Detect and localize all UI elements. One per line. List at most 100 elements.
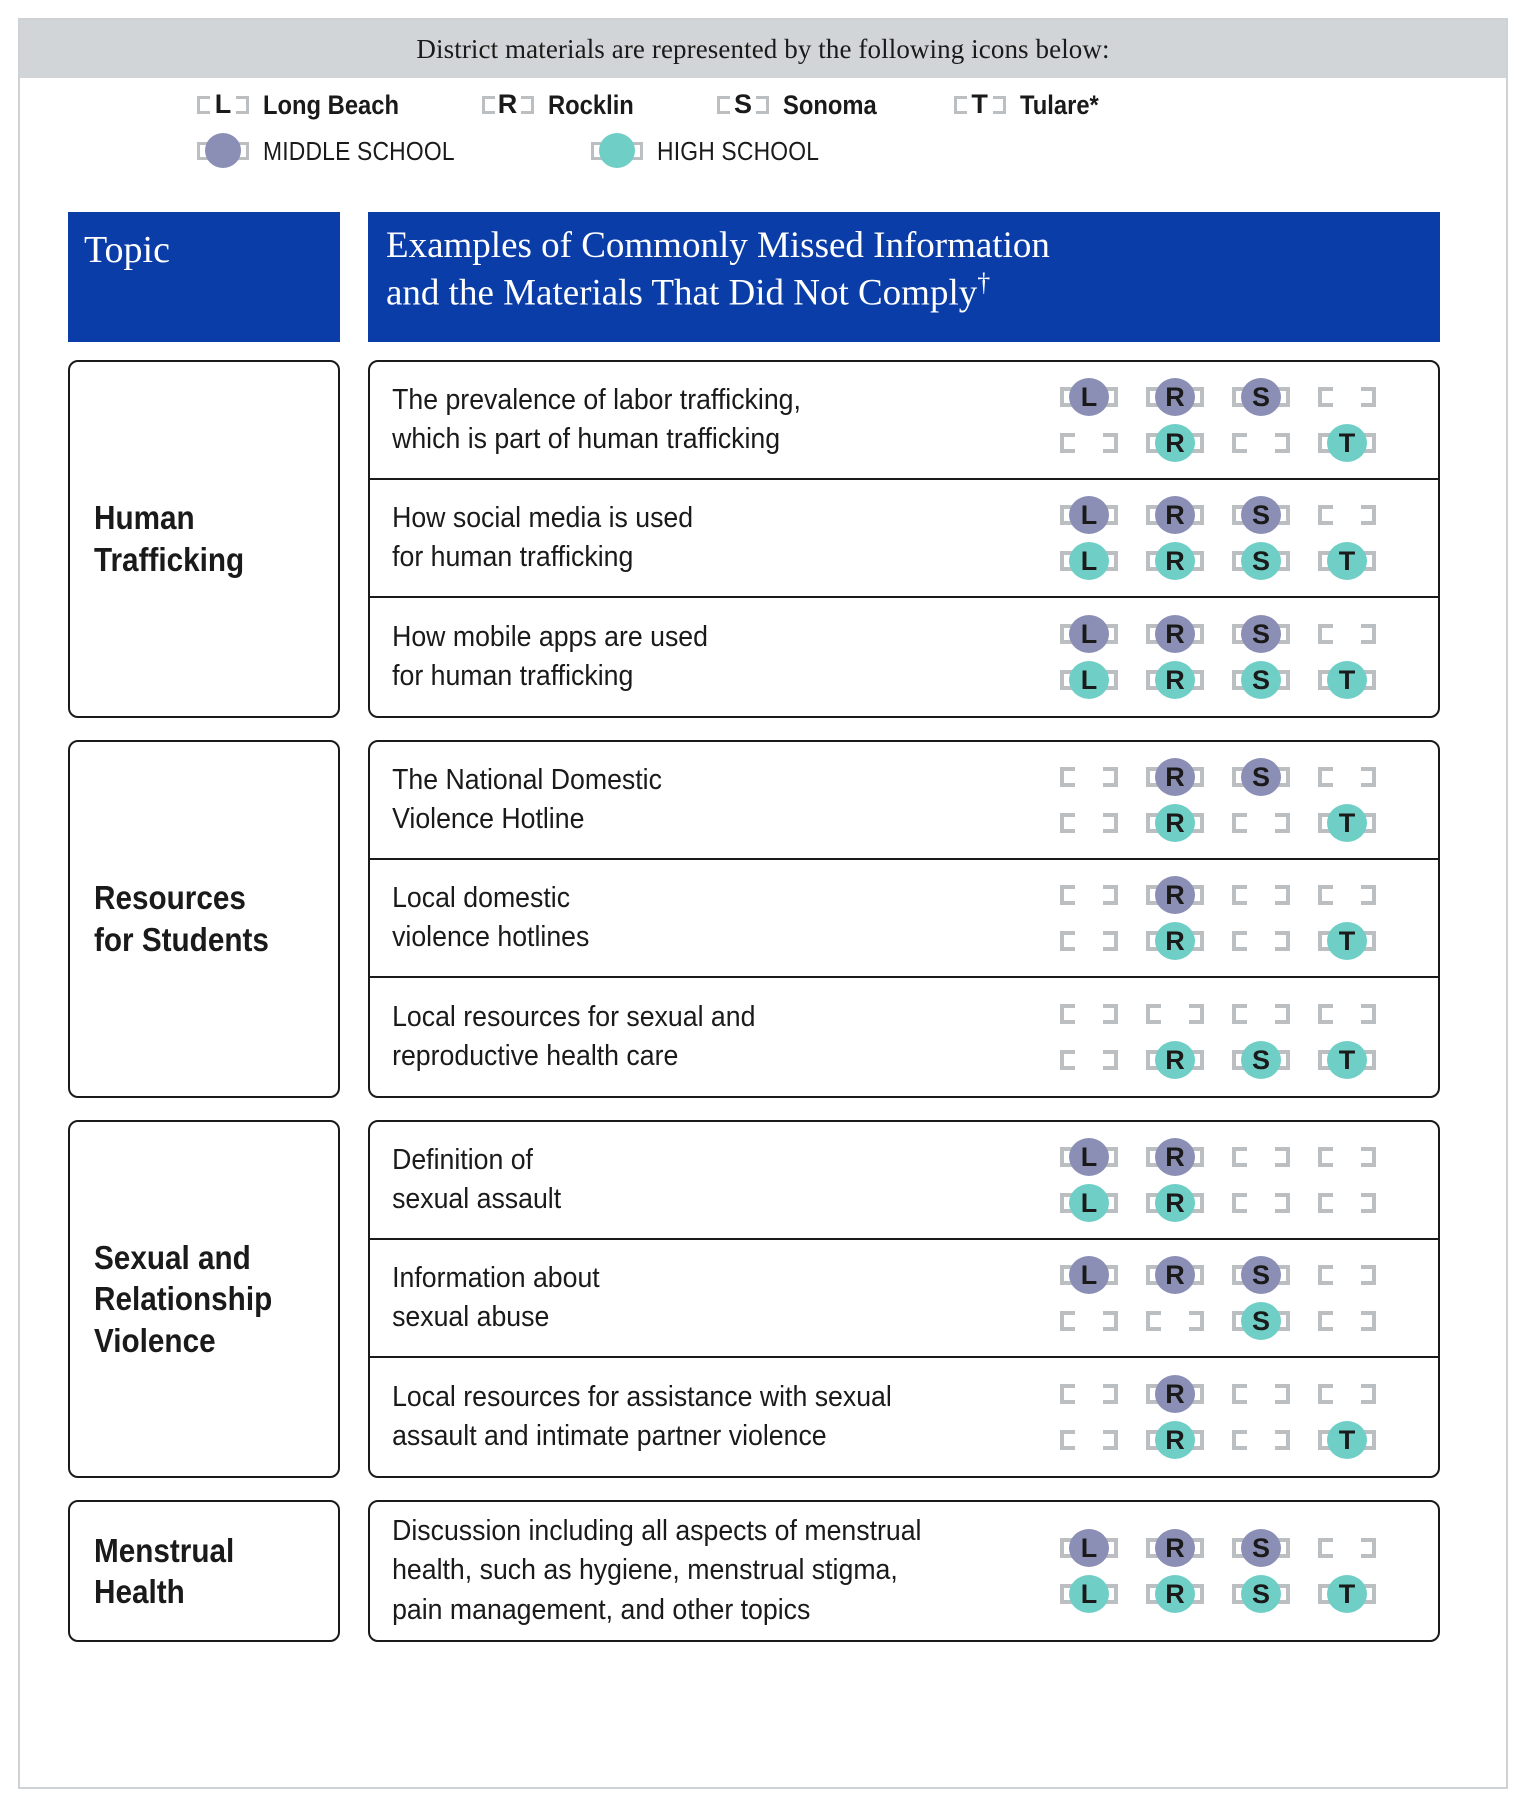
bracket-left-icon [1232,1265,1247,1285]
row-description: The National Domestic Violence Hotline [392,763,662,835]
token-ms-s: S [1230,758,1292,796]
token-hs-r: R [1144,1575,1206,1614]
row-description: Local domestic violence hotlines [392,881,590,953]
bracket-left-icon [1146,1311,1161,1331]
token-ms-s: S [1230,615,1292,653]
bracket-left-icon [1318,885,1333,905]
bracket-right-icon [1361,885,1376,905]
bracket-left-icon [1060,767,1075,787]
bracket-left-icon [1232,1050,1247,1070]
token-ms-r: R [1144,1375,1206,1413]
header-topic-label: Topic [84,229,170,271]
oval-ms-icon: R [1155,378,1195,416]
bracket-right-icon [1189,505,1204,525]
oval-ms-icon: R [1155,1256,1195,1294]
oval-hs-icon: T [1327,1421,1367,1459]
token-empty-hs-s [1230,922,1292,960]
bracket-left-icon [1232,387,1247,407]
token-empty-hs-s [1230,804,1292,842]
bracket-left-icon [1146,551,1161,571]
oval-ms-icon: S [1241,758,1281,796]
bracket-left-icon [1060,1147,1075,1167]
icon-line-hs: S [1058,1298,1424,1344]
token-empty-ms-t [1316,615,1378,653]
topic-label: Human Trafficking [94,499,245,578]
token-hs-t: T [1316,922,1378,960]
oval-ms-icon: R [1155,1138,1195,1176]
bracket-left-icon [1232,670,1247,690]
oval-hs-icon: R [1155,1421,1195,1459]
bracket-right-icon [1275,433,1290,453]
bracket-left-icon [1060,813,1075,833]
bracket-left-icon [481,96,495,114]
bracket-right-icon [1275,1430,1290,1450]
token-hs-t: T [1316,542,1378,580]
bracket-right-icon [1189,551,1204,571]
token-hs-t: T [1316,804,1378,842]
topic-section: Human Trafficking The prevalence of labor… [68,360,1440,718]
token-empty-ms-s [1230,995,1292,1033]
bracket-left-icon [1318,387,1333,407]
bracket-left-icon [1318,624,1333,644]
token-empty-hs-l [1058,424,1120,462]
bracket-right-icon [1103,1538,1118,1559]
bracket-right-icon [1361,1584,1376,1605]
token-hs-s: S [1230,1302,1292,1340]
bracket-right-icon [1275,1193,1290,1213]
token-hs-r: R [1144,922,1206,960]
oval-hs-icon: S [1241,542,1281,580]
oval-hs-icon: T [1327,804,1367,842]
bracket-left-icon [1318,1004,1333,1024]
bracket-left-icon [1060,1584,1075,1605]
bracket-right-icon [1361,767,1376,787]
icon-line-ms: R [1058,1371,1424,1417]
bracket-left-icon [1060,624,1075,644]
bracket-right-icon [1189,1584,1204,1605]
bracket-left-icon [1060,1265,1075,1285]
bracket-left-icon [1318,813,1333,833]
bracket-left-icon [1146,1193,1161,1213]
bracket-right-icon [1189,885,1204,905]
oval-ms-icon: R [1155,615,1195,653]
table-row: The prevalence of labor trafficking, whi… [370,362,1438,480]
legend-level-ms: MIDDLE SCHOOL [195,133,481,168]
token-empty-ms-t [1316,496,1378,534]
oval-ms-icon: S [1241,1256,1281,1294]
token-hs-t: T [1316,1421,1378,1459]
district-token-S: S [715,88,771,122]
token-hs-l: L [1058,661,1120,699]
bracket-left-icon [1318,767,1333,787]
topic-cell: Resources for Students [68,740,340,1098]
token-ms-s: S [1230,1529,1292,1568]
legend-banner: District materials are represented by th… [20,20,1506,78]
bracket-right-icon [1361,1050,1376,1070]
bracket-left-icon [1318,1193,1333,1213]
bracket-left-icon [1318,1147,1333,1167]
bracket-left-icon [197,96,210,114]
oval-hs-icon: T [1327,424,1367,462]
bracket-right-icon [236,96,249,114]
token-hs-r: R [1144,1421,1206,1459]
oval-ms-icon: R [1155,758,1195,796]
bracket-left-icon [1232,551,1247,571]
bracket-right-icon [1189,1430,1204,1450]
oval-plain-icon: R [497,89,518,119]
bracket-left-icon [1318,1311,1333,1331]
oval-hs-icon: R [1155,661,1195,699]
token-empty-hs-l [1058,1041,1120,1079]
table-row: The National Domestic Violence Hotline R S… [370,742,1438,860]
token-hs-t: T [1316,424,1378,462]
bracket-right-icon [520,96,534,114]
bracket-left-icon [1060,1050,1075,1070]
oval-ms-icon: S [1241,378,1281,416]
section-gap [340,1120,368,1478]
oval-hs-icon: L [1069,661,1109,699]
